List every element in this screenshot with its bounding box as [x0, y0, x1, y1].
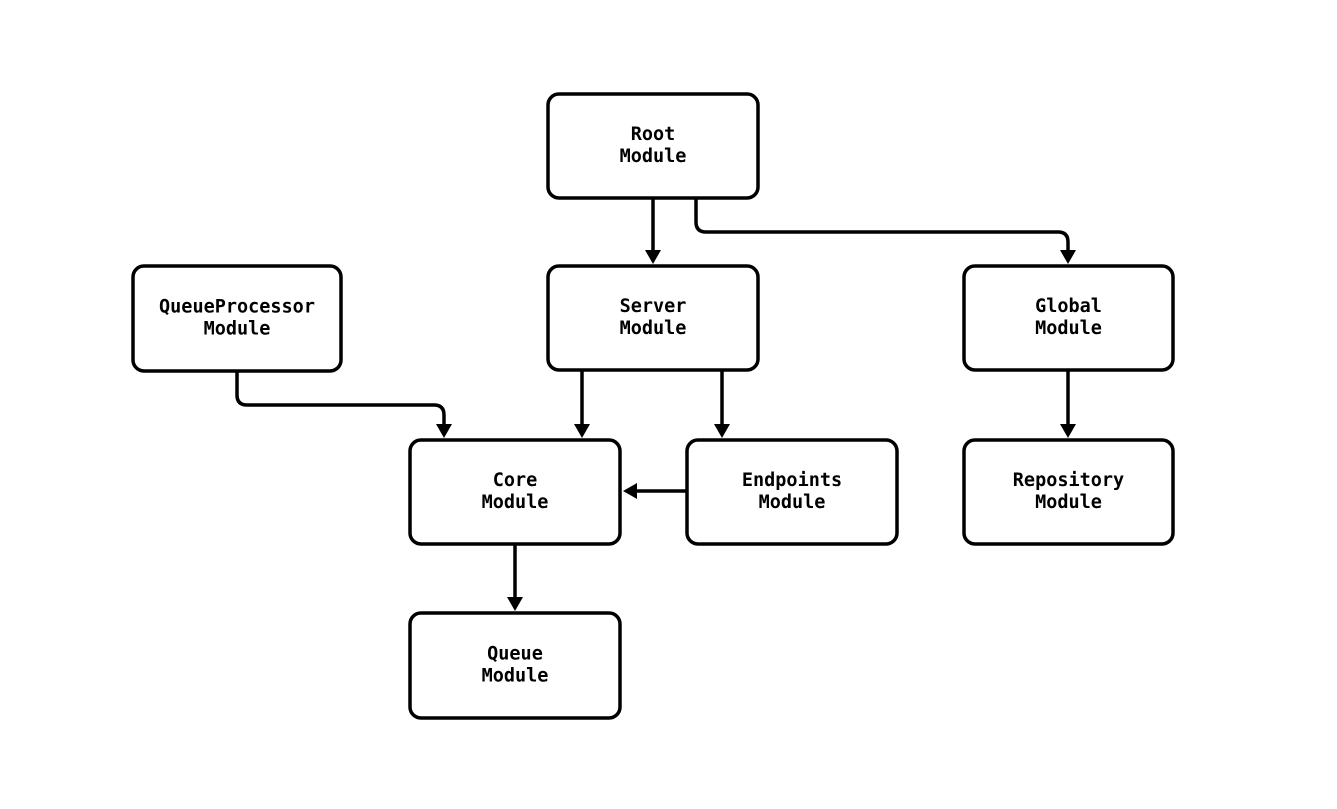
node-global-module-box[interactable]	[962, 264, 1175, 372]
edge-layer	[235, 198, 1070, 597]
node-server-module-box[interactable]	[546, 264, 760, 372]
node-endpoints-module-box[interactable]	[685, 438, 899, 546]
node-core-module-label-line1: Core	[493, 470, 538, 491]
node-repository-module[interactable]: Repository Module	[962, 438, 1175, 546]
node-queueprocessor-module-box[interactable]	[131, 264, 343, 373]
node-queue-module-box[interactable]	[408, 611, 622, 720]
node-endpoints-module-label-line1: Endpoints	[742, 470, 842, 491]
node-repository-module-label-line1: Repository	[1013, 470, 1124, 491]
node-server-module-label-line1: Server	[620, 296, 687, 317]
arrowhead-root-to-server	[645, 250, 661, 264]
node-root-module[interactable]: Root Module	[546, 92, 760, 200]
edge-root-to-global	[694, 198, 1070, 250]
node-global-module[interactable]: Global Module	[962, 264, 1175, 372]
node-repository-module-box[interactable]	[962, 438, 1175, 546]
node-repository-module-label-line2: Module	[1035, 492, 1102, 513]
arrowhead-global-to-repository	[1060, 424, 1076, 438]
node-queue-module[interactable]: Queue Module	[408, 611, 622, 720]
node-queue-module-label-line1: Queue	[487, 644, 543, 665]
node-root-module-box[interactable]	[546, 92, 760, 200]
node-queueprocessor-module-label-line2: Module	[204, 319, 271, 340]
node-endpoints-module[interactable]: Endpoints Module	[685, 438, 899, 546]
arrowhead-server-to-core	[574, 424, 590, 438]
arrowhead-queueprocessor-to-core	[436, 424, 452, 438]
node-global-module-label-line2: Module	[1035, 318, 1102, 339]
node-core-module-box[interactable]	[408, 438, 622, 546]
arrowhead-endpoints-to-core	[623, 483, 637, 499]
node-queueprocessor-module[interactable]: QueueProcessor Module	[131, 264, 343, 373]
node-server-module-label-line2: Module	[620, 318, 687, 339]
node-server-module[interactable]: Server Module	[546, 264, 760, 372]
arrowhead-core-to-queue	[507, 597, 523, 611]
node-queue-module-label-line2: Module	[482, 666, 549, 687]
arrowhead-layer	[436, 250, 1076, 611]
edge-queueprocessor-to-core	[235, 371, 446, 424]
node-layer: Root Module QueueProcessor Module Server…	[131, 92, 1175, 720]
node-root-module-label-line2: Module	[620, 146, 687, 167]
arrowhead-root-to-global	[1060, 250, 1076, 264]
node-endpoints-module-label-line2: Module	[759, 492, 826, 513]
node-core-module[interactable]: Core Module	[408, 438, 622, 546]
node-queueprocessor-module-label-line1: QueueProcessor	[159, 297, 315, 318]
node-global-module-label-line1: Global	[1035, 296, 1102, 317]
arrowhead-server-to-endpoints	[714, 424, 730, 438]
node-core-module-label-line2: Module	[482, 492, 549, 513]
node-root-module-label-line1: Root	[631, 124, 676, 145]
